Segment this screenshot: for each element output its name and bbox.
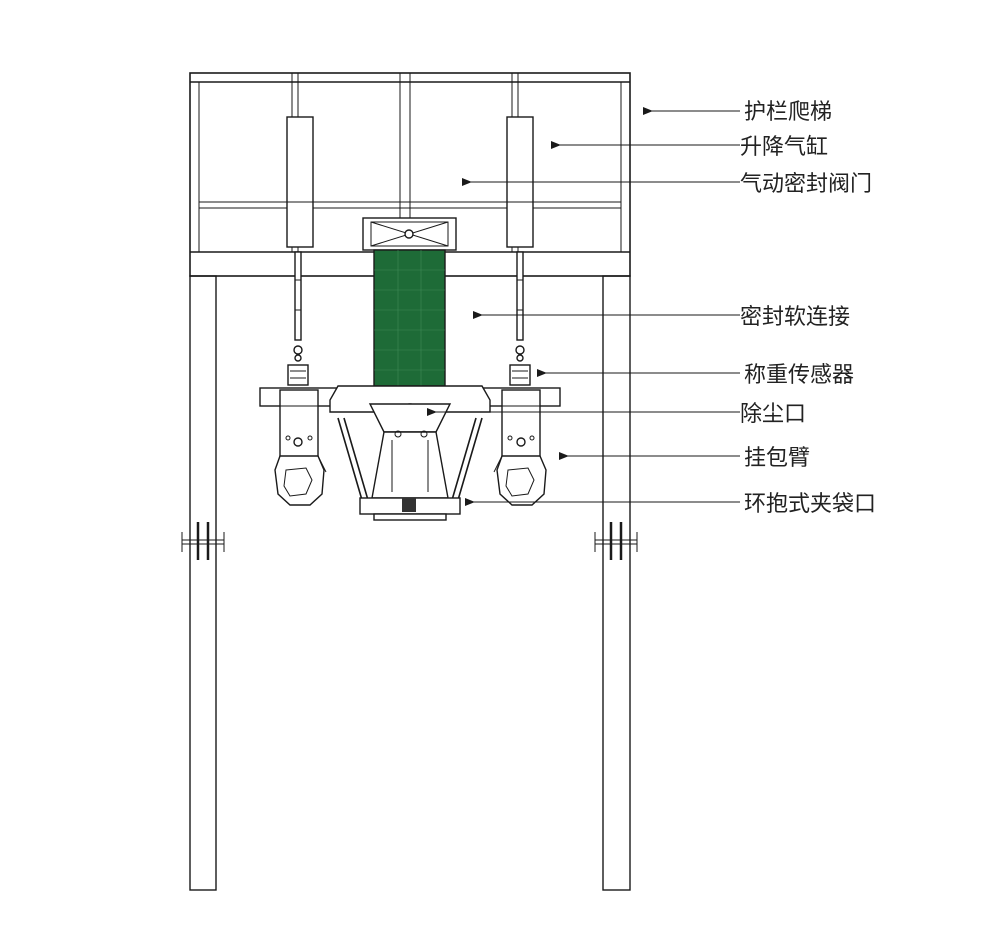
weighing-sensors (287, 345, 531, 386)
leader-lines (427, 107, 740, 506)
label-lifting-cylinder: 升降气缸 (740, 135, 828, 160)
bag-clamp (337, 417, 483, 521)
dust-port-hopper (329, 385, 491, 499)
label-hug-type-bag-clamp: 环抱式夹袋口 (744, 492, 876, 517)
bag-hanging-arms (274, 389, 547, 506)
label-weighing-sensor: 称重传感器 (744, 363, 854, 388)
label-sealed-soft-connection: 密封软连接 (740, 305, 850, 330)
frame-legs (181, 275, 638, 891)
label-pneumatic-seal-valve: 气动密封阀门 (740, 172, 872, 197)
label-bag-hanging-arm: 挂包臂 (744, 446, 810, 471)
soft-connection (373, 249, 446, 387)
pneumatic-seal-valve (362, 217, 457, 251)
label-guardrail-ladder: 护栏爬梯 (744, 100, 832, 125)
label-dust-port: 除尘口 (740, 402, 806, 427)
